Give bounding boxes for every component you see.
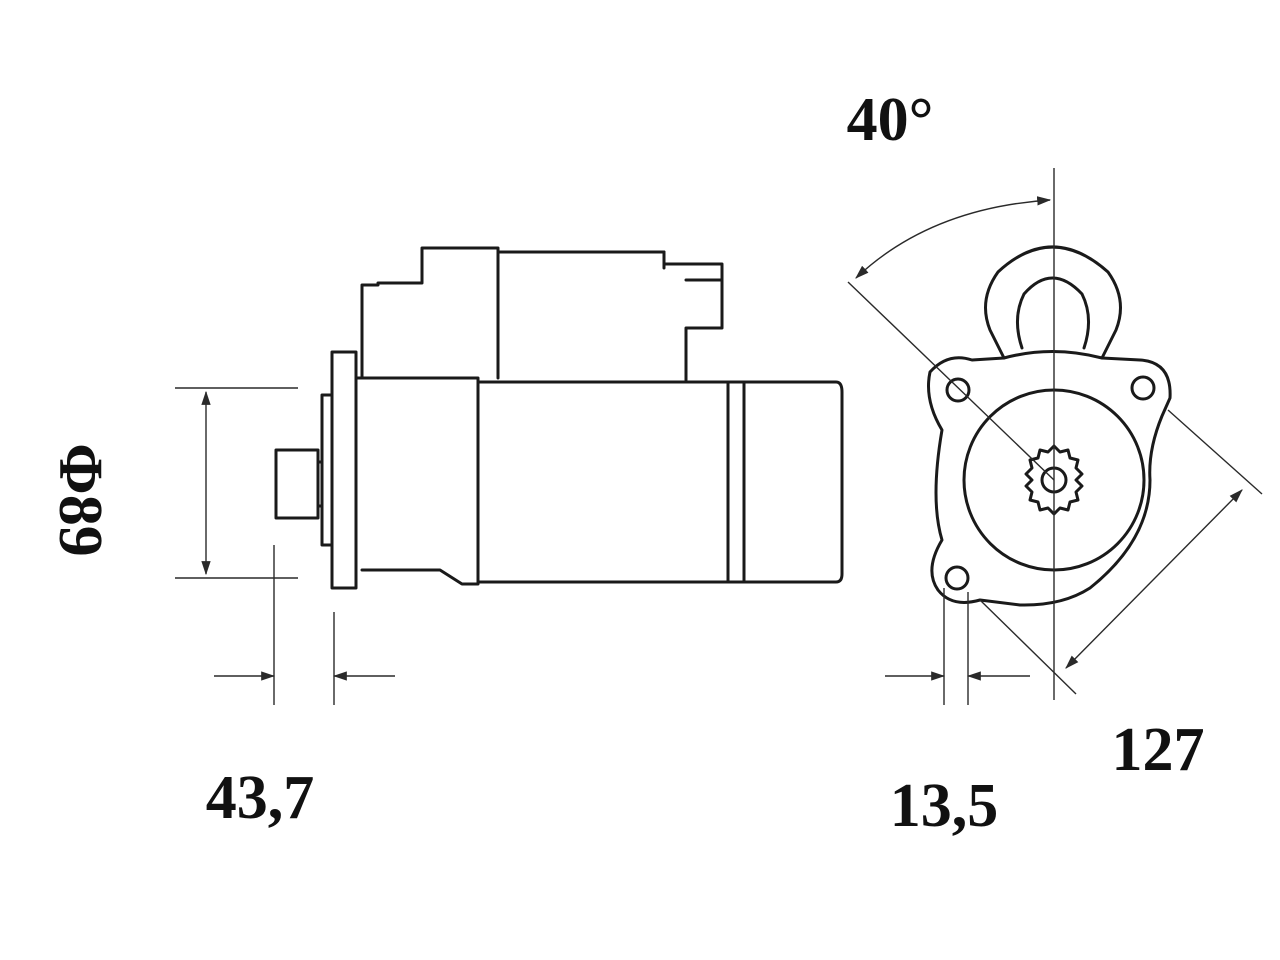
solenoid-tab — [662, 250, 724, 282]
pinion-step — [316, 460, 324, 508]
pinion-shaft — [274, 448, 320, 520]
mount-offset-label: 13,5 — [890, 772, 999, 840]
solenoid-cap — [496, 250, 724, 382]
motor-body — [476, 380, 844, 584]
terminal-inner — [1016, 276, 1090, 350]
mount-width-dimension-line — [1065, 489, 1243, 669]
nose-housing — [354, 376, 480, 586]
flange-offset-label: 43,7 — [206, 764, 315, 832]
nose-flange — [330, 350, 358, 590]
bolt-hole-bottom — [944, 565, 970, 591]
front-view — [847, 168, 1263, 705]
terminal-loop — [984, 245, 1122, 360]
bolt-hole-top-left — [945, 377, 971, 403]
solenoid-outline — [360, 246, 500, 380]
nose-collar — [320, 393, 334, 547]
angle-arc — [855, 196, 1052, 279]
side-view — [175, 246, 844, 705]
diameter-label: Φ89 — [46, 443, 114, 556]
angle-label: 40° — [847, 86, 934, 154]
bolt-hole-top-right — [1130, 375, 1156, 401]
mount-width-label: 127 — [1112, 716, 1205, 784]
